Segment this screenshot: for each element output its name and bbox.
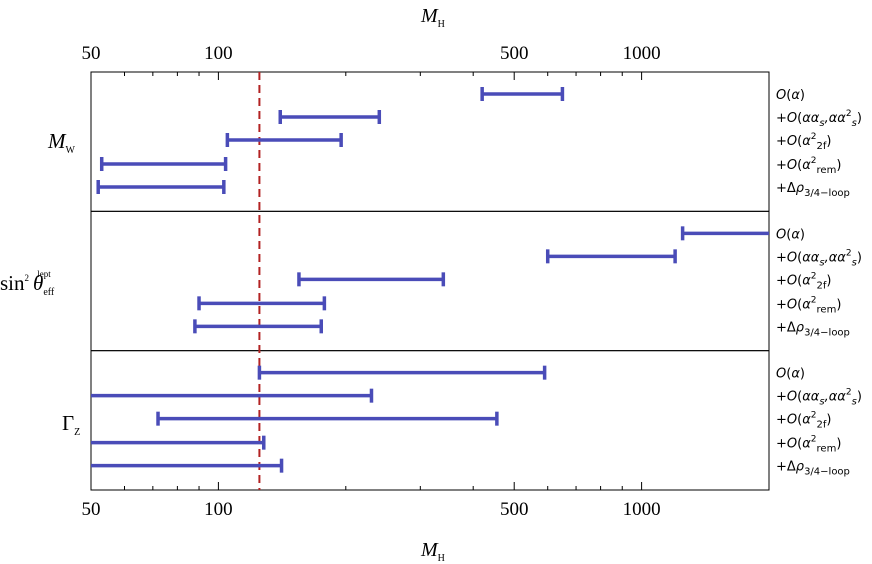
row-labels-layer: O(α) +O(ααs,αα2s) +O(α22f) +O(α2rem) +Δρ3/4−… [776, 88, 862, 478]
row-label: +O(α22f) [776, 271, 832, 291]
row-label: +Δρ3/4−loop [776, 320, 850, 338]
intervals-layer [91, 87, 769, 473]
row-label: +O(α22f) [776, 411, 832, 431]
top-tick-label: 1000 [623, 43, 661, 64]
top-axis-title: MH [420, 5, 445, 30]
panel-label-mw: MW [47, 129, 76, 156]
ticks-layer: 50 50 100 100 500 500 1000 1000 [82, 43, 661, 520]
panel-frame-0 [90, 71, 770, 212]
row-label: O(α) [776, 88, 805, 103]
row-label: +O(α2rem) [776, 295, 841, 315]
bottom-axis-title: MH [420, 539, 445, 564]
panel-label-gz: ΓZ [62, 411, 80, 438]
row-label: +O(ααs,αα2s) [776, 248, 862, 268]
bottom-tick-label: 50 [82, 499, 101, 520]
bottom-tick-label: 500 [500, 499, 529, 520]
row-label: +O(α2rem) [776, 435, 841, 455]
row-label: +O(ααs,αα2s) [776, 388, 862, 408]
top-axis-title-sub: H [438, 19, 445, 30]
row-label: O(α) [776, 367, 805, 382]
row-label: +O(α2rem) [776, 156, 841, 176]
bottom-axis-title-main: M [420, 539, 439, 561]
row-label: +O(α22f) [776, 132, 832, 152]
row-label: +Δρ3/4−loop [776, 181, 850, 199]
frame-layer [90, 71, 770, 491]
row-label: O(α) [776, 227, 805, 242]
top-tick-label: 50 [82, 43, 101, 64]
bottom-axis-title-sub: H [438, 553, 445, 564]
top-tick-label: 100 [204, 43, 233, 64]
bottom-tick-label: 100 [204, 499, 233, 520]
row-label: +Δρ3/4−loop [776, 460, 850, 478]
row-label: +O(ααs,αα2s) [776, 109, 862, 129]
top-axis-title-main: M [420, 5, 439, 27]
bottom-tick-label: 1000 [623, 499, 661, 520]
panel-frame-2 [90, 350, 770, 491]
top-tick-label: 500 [500, 43, 529, 64]
